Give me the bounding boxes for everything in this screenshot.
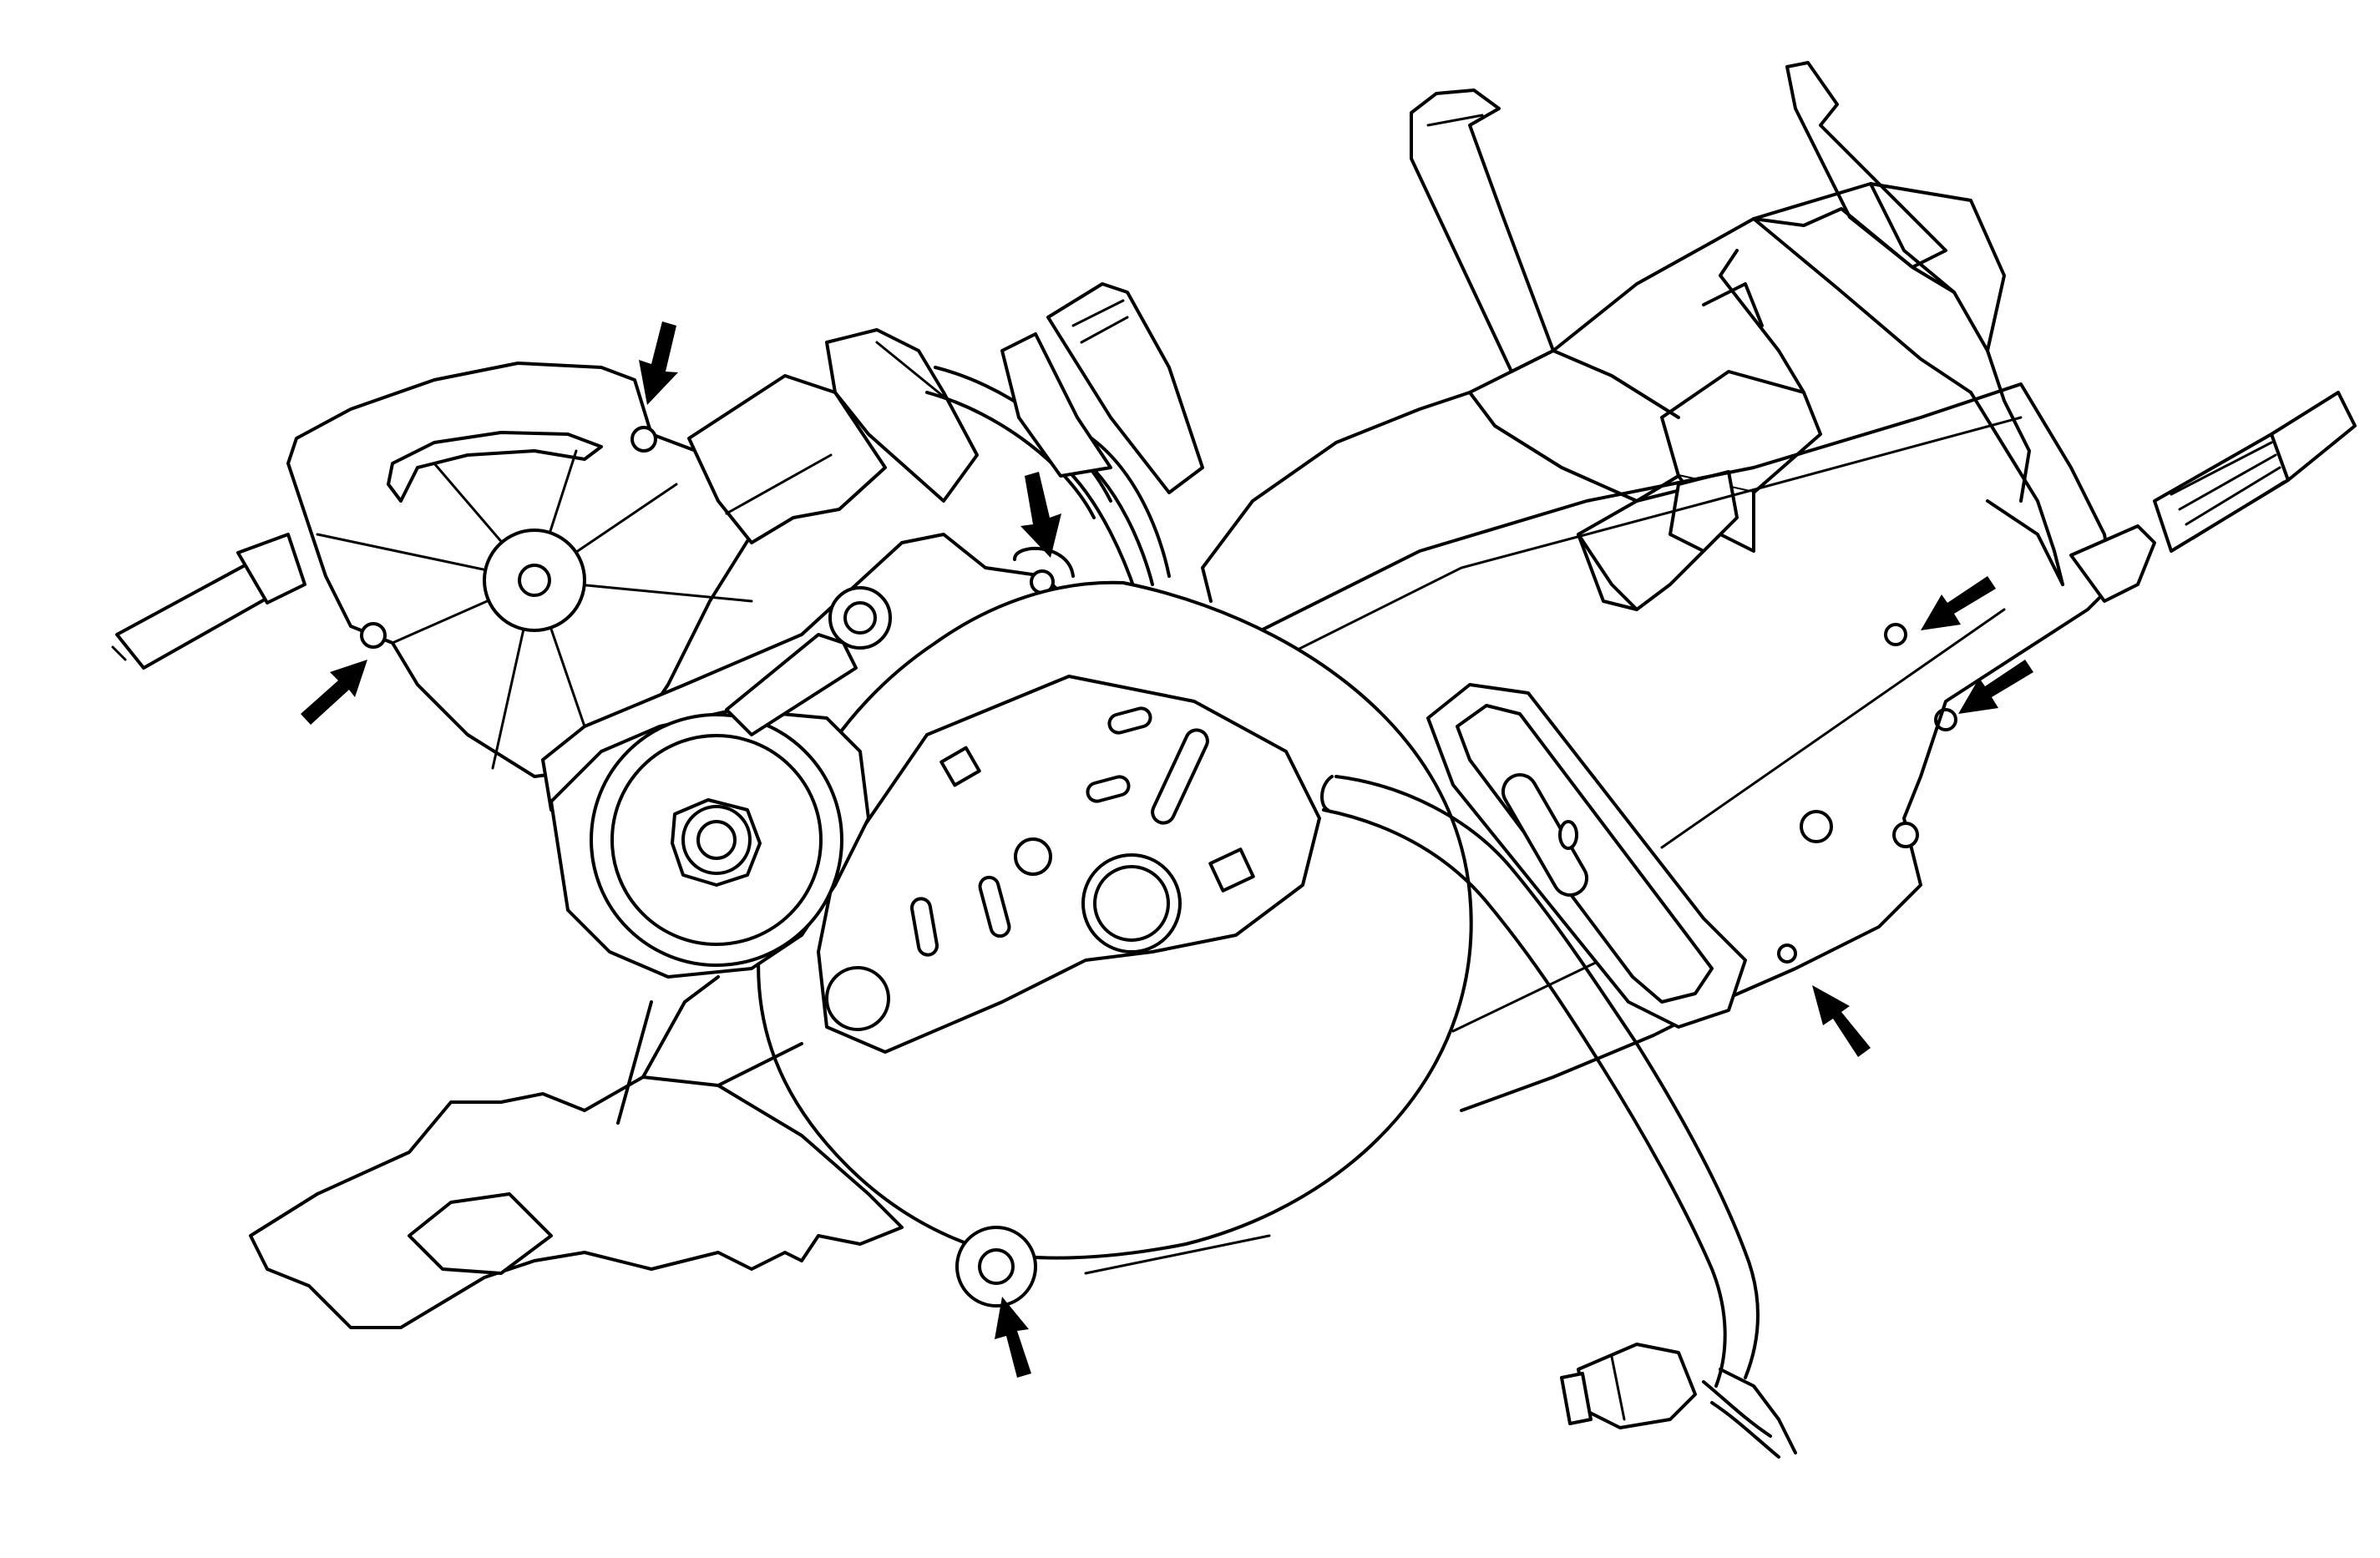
callout-arrow [639, 321, 678, 405]
column-plate [1218, 382, 2114, 1112]
callout-arrow [1921, 576, 1996, 630]
slot-bracket [1426, 683, 1747, 1029]
lower-arm [249, 975, 904, 1329]
callout-arrows [301, 321, 2033, 1378]
connector-top [687, 328, 1171, 594]
lever-frame [111, 362, 753, 778]
shaft-stub [2069, 391, 2357, 603]
callout-arrow [301, 660, 367, 725]
drive-spool [549, 586, 892, 979]
callout-arrow [1958, 660, 2033, 714]
motor-housing [757, 580, 1473, 1308]
harness [1320, 775, 1797, 1459]
callout-arrow [1020, 472, 1061, 558]
center-tabs [1000, 282, 1204, 494]
mount-hole [1892, 822, 1919, 848]
callout-arrow [995, 1297, 1031, 1378]
callout-arrow [1812, 985, 1871, 1057]
